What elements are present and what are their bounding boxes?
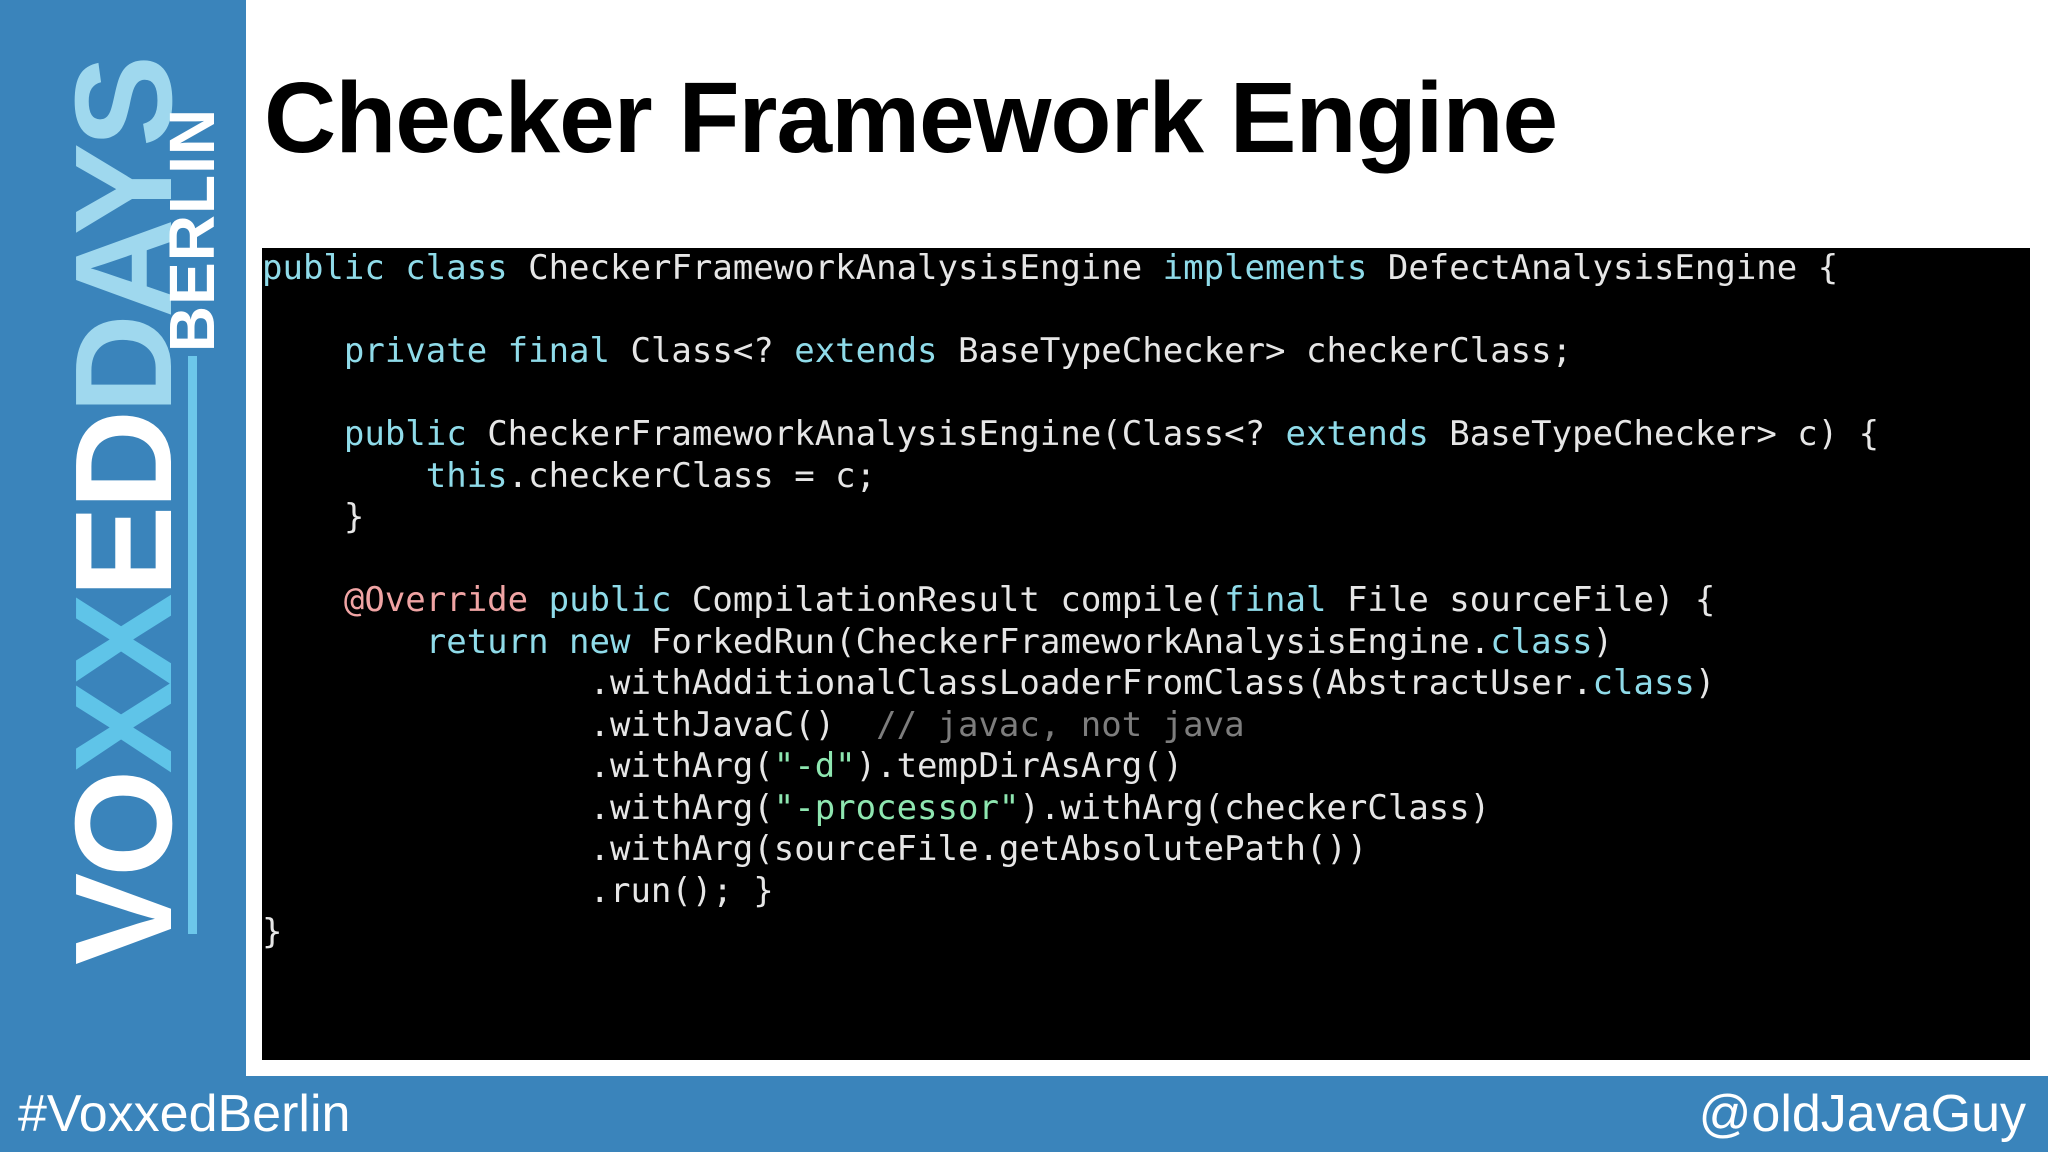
code-line: .withAdditionalClassLoaderFromClass(Abst… — [262, 663, 2030, 705]
code-token: ).withArg(checkerClass) — [1019, 787, 1491, 828]
code-line: public class CheckerFrameworkAnalysisEng… — [262, 248, 2030, 290]
code-token — [262, 580, 344, 620]
code-panel: public class CheckerFrameworkAnalysisEng… — [262, 248, 2030, 1060]
code-token: "-d" — [773, 746, 856, 786]
code-token: CheckerFrameworkAnalysisEngine(Class<? — [487, 414, 1286, 454]
code-token: extends — [1285, 414, 1450, 454]
code-token: DefectAnalysisEngine { — [1387, 248, 1839, 288]
logo-part-x1: X — [47, 685, 201, 774]
code-token: CheckerFrameworkAnalysisEngine — [528, 248, 1163, 288]
code-token: ).tempDirAsArg() — [855, 746, 1184, 786]
code-token: BaseTypeChecker> checkerClass; — [958, 331, 1573, 371]
code-token: .withArg(sourceFile.getAbsolutePath()) — [262, 829, 1368, 869]
code-token: @Override — [343, 580, 549, 620]
code-line: this.checkerClass = c; — [262, 456, 2030, 498]
logo-part-ed: ED — [47, 413, 201, 598]
code-token: .run(); } — [262, 870, 774, 911]
code-token: "-processor" — [773, 787, 1020, 828]
code-token: return new — [425, 621, 651, 662]
code-token: .withAdditionalClassLoaderFromClass(Abst… — [262, 663, 1593, 703]
code-token: class — [1592, 663, 1695, 703]
code-line: @Override public CompilationResult compi… — [262, 580, 2030, 622]
code-token: File sourceFile) { — [1346, 580, 1716, 620]
code-token — [262, 331, 344, 371]
logo-part-vo: VO — [47, 773, 201, 965]
logo-part-x2: X — [47, 597, 201, 686]
code-token: .withJavaC() — [262, 704, 877, 745]
code-line: private final Class<? extends BaseTypeCh… — [262, 331, 2030, 373]
code-token — [262, 456, 426, 496]
code-line — [262, 539, 2030, 581]
code-line: } — [262, 497, 2030, 539]
code-line: .withJavaC() // javac, not java — [262, 705, 2030, 747]
code-line — [262, 290, 2030, 332]
code-token: public — [548, 580, 692, 620]
code-token: } — [262, 912, 283, 952]
code-token — [262, 622, 426, 662]
logo-divider-line — [188, 356, 197, 934]
code-token: Class<? — [630, 331, 795, 371]
logo-city: BERLIN — [156, 107, 228, 353]
code-line: public CheckerFrameworkAnalysisEngine(Cl… — [262, 414, 2030, 456]
code-token: class — [1490, 621, 1593, 662]
code-line — [262, 373, 2030, 415]
code-token: ForkedRun(CheckerFrameworkAnalysisEngine… — [650, 621, 1491, 662]
code-line: .run(); } — [262, 871, 2030, 913]
speaker-handle: @oldJavaGuy — [1698, 1085, 2026, 1143]
code-token: .checkerClass = c; — [507, 455, 877, 496]
code-token: extends — [794, 331, 958, 371]
code-token: final — [1224, 580, 1347, 620]
code-line: } — [262, 912, 2030, 954]
code-token — [262, 414, 344, 454]
code-token: ) — [1694, 663, 1716, 703]
code-token: // javac, not java — [876, 704, 1245, 745]
code-token: implements — [1162, 248, 1388, 288]
code-token: .withArg( — [262, 787, 774, 828]
footer-bar — [0, 1076, 2048, 1152]
code-token: public — [343, 414, 488, 454]
code-token: .withArg( — [262, 746, 774, 786]
code-token: public class — [262, 248, 529, 288]
code-token: ) — [1592, 621, 1614, 662]
code-token: private final — [343, 331, 631, 371]
slide-title: Checker Framework Engine — [264, 62, 1558, 174]
code-line: return new ForkedRun(CheckerFrameworkAna… — [262, 622, 2030, 664]
code-token: this — [425, 455, 508, 496]
code-line: .withArg("-processor").withArg(checkerCl… — [262, 788, 2030, 830]
conference-sidebar: VOXXEDDAYS BERLIN — [0, 0, 246, 1076]
code-block: public class CheckerFrameworkAnalysisEng… — [262, 248, 2030, 954]
code-token: BaseTypeChecker> c) { — [1449, 414, 1880, 454]
code-line: .withArg(sourceFile.getAbsolutePath()) — [262, 829, 2030, 871]
code-line: .withArg("-d").tempDirAsArg() — [262, 746, 2030, 788]
code-token: CompilationResult compile( — [691, 580, 1225, 620]
code-token: } — [262, 497, 365, 537]
event-hashtag: #VoxxedBerlin — [18, 1085, 351, 1143]
